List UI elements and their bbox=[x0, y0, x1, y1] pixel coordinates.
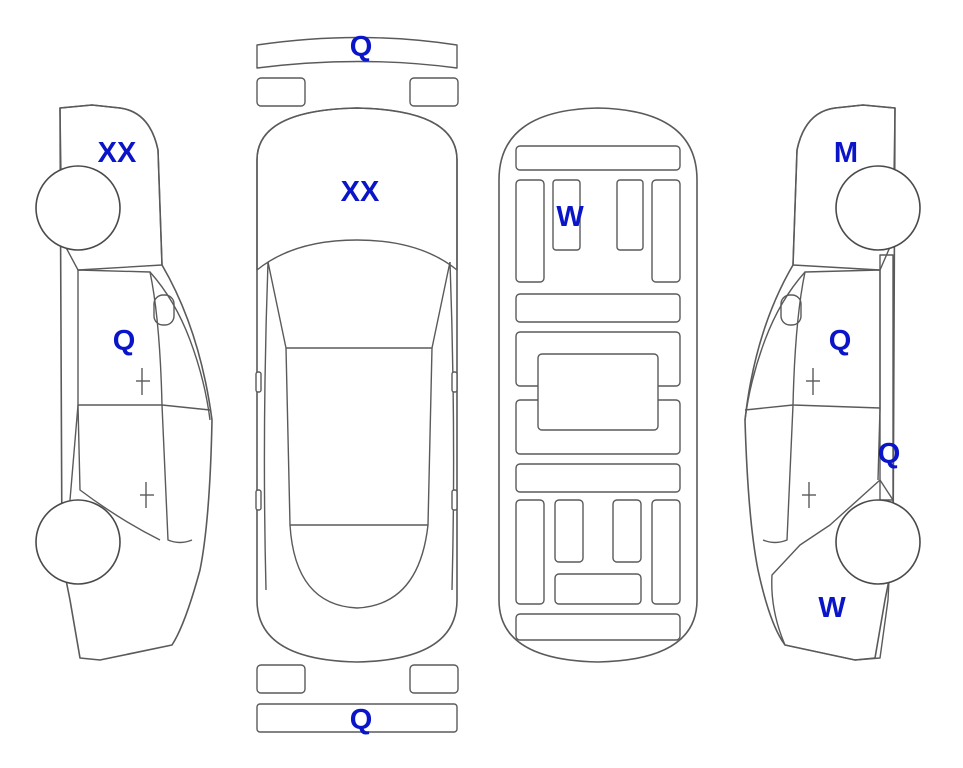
right-front-wheel bbox=[835, 165, 921, 251]
left-side-view: XX Q bbox=[35, 104, 213, 661]
label-right-rear: W bbox=[818, 592, 846, 624]
rear-bumper-panel[interactable] bbox=[256, 703, 458, 733]
label-front-bumper: Q bbox=[350, 31, 373, 63]
left-front-wheel bbox=[35, 165, 121, 251]
label-left-door: Q bbox=[113, 325, 136, 357]
underbody-view: W bbox=[498, 107, 698, 663]
right-side-view: M Q Q W bbox=[744, 104, 921, 661]
left-front-door-panel[interactable] bbox=[77, 269, 163, 406]
right-rear-quarter-panel[interactable] bbox=[771, 479, 894, 661]
left-rear-wheel bbox=[35, 499, 121, 585]
underbody-damaged-panel[interactable] bbox=[552, 179, 581, 251]
hood-panel[interactable] bbox=[256, 107, 458, 271]
label-right-front: M bbox=[834, 137, 858, 169]
label-hood: XX bbox=[341, 176, 380, 208]
front-bumper-panel[interactable] bbox=[256, 36, 458, 69]
right-front-fender-panel[interactable] bbox=[792, 104, 896, 271]
right-rear-wheel bbox=[835, 499, 921, 585]
right-front-door-panel[interactable] bbox=[792, 269, 881, 409]
left-front-fender-panel[interactable] bbox=[59, 104, 163, 271]
label-underbody: W bbox=[556, 201, 584, 233]
label-right-rocker: Q bbox=[878, 438, 901, 470]
label-right-door: Q bbox=[829, 325, 852, 357]
label-left-front: XX bbox=[98, 137, 137, 169]
top-view: Q XX Q bbox=[255, 31, 459, 736]
label-rear-bumper: Q bbox=[350, 704, 373, 736]
